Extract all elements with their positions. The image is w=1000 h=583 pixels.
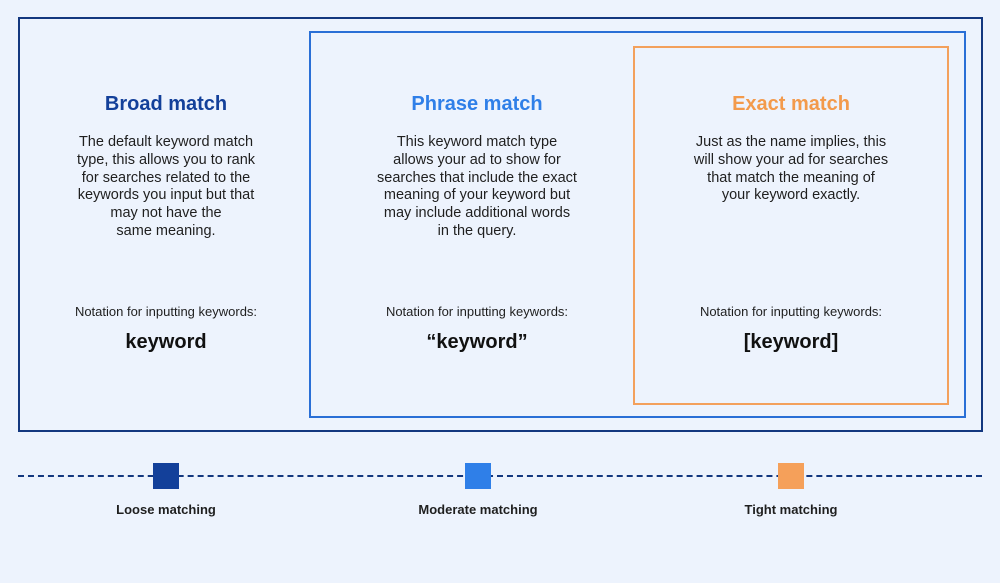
tight-matching-label: Tight matching xyxy=(744,502,838,517)
exact-match-notation: [keyword] xyxy=(743,331,839,353)
exact-match-notation-label: Notation for inputting keywords: xyxy=(699,304,883,319)
phrase-match-description: This keyword match type allows your ad t… xyxy=(377,134,577,239)
moderate-matching-marker xyxy=(465,463,491,489)
matching-scale-line xyxy=(18,475,982,477)
broad-match-frame xyxy=(18,17,983,432)
broad-match-description: The default keyword match type, this all… xyxy=(76,134,256,239)
exact-match-description: Just as the name implies, this will show… xyxy=(693,134,889,204)
phrase-match-title: Phrase match xyxy=(411,93,543,115)
phrase-match-notation: “keyword” xyxy=(426,331,528,353)
phrase-match-frame xyxy=(309,31,966,418)
exact-match-frame xyxy=(633,46,949,405)
exact-match-title: Exact match xyxy=(732,93,850,115)
tight-matching-marker xyxy=(778,463,804,489)
phrase-match-notation-label: Notation for inputting keywords: xyxy=(385,304,569,319)
broad-match-title: Broad match xyxy=(104,93,228,115)
moderate-matching-label: Moderate matching xyxy=(418,502,538,517)
loose-matching-marker xyxy=(153,463,179,489)
broad-match-notation: keyword xyxy=(125,331,207,353)
loose-matching-label: Loose matching xyxy=(116,502,216,517)
broad-match-notation-label: Notation for inputting keywords: xyxy=(74,304,258,319)
